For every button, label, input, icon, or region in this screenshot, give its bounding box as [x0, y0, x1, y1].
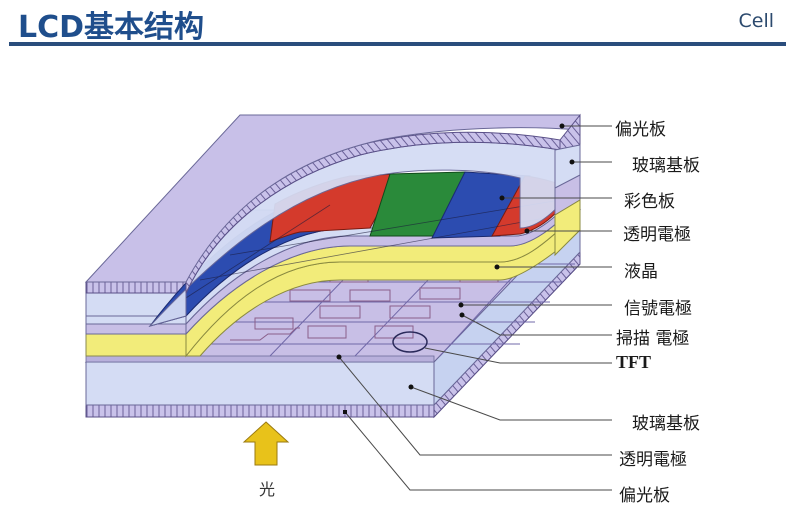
light-arrow-icon	[242, 421, 290, 466]
label-top-glass-substrate: 玻璃基板	[632, 156, 700, 176]
section-label: Cell	[738, 10, 774, 32]
label-scan-electrode: 掃描 電極	[616, 329, 690, 349]
label-top-polarizer: 偏光板	[615, 120, 666, 140]
label-bottom-transparent-electrode: 透明電極	[619, 450, 687, 470]
label-tft: TFT	[616, 352, 652, 372]
label-signal-electrode: 信號電極	[624, 299, 692, 319]
light-label: 光	[259, 480, 276, 499]
label-bottom-polarizer: 偏光板	[619, 486, 670, 506]
tft-highlight	[392, 331, 428, 353]
callout-dots	[336, 123, 575, 414]
title-divider	[9, 42, 786, 46]
label-bottom-glass-substrate: 玻璃基板	[632, 414, 700, 434]
callout-lines	[338, 125, 612, 491]
page-title: LCD基本结构	[18, 10, 205, 45]
label-liquid-crystal: 液晶	[624, 262, 658, 282]
label-color-filter: 彩色板	[624, 192, 675, 212]
label-top-transparent-electrode: 透明電極	[623, 225, 691, 245]
left-front-stack	[85, 281, 187, 357]
